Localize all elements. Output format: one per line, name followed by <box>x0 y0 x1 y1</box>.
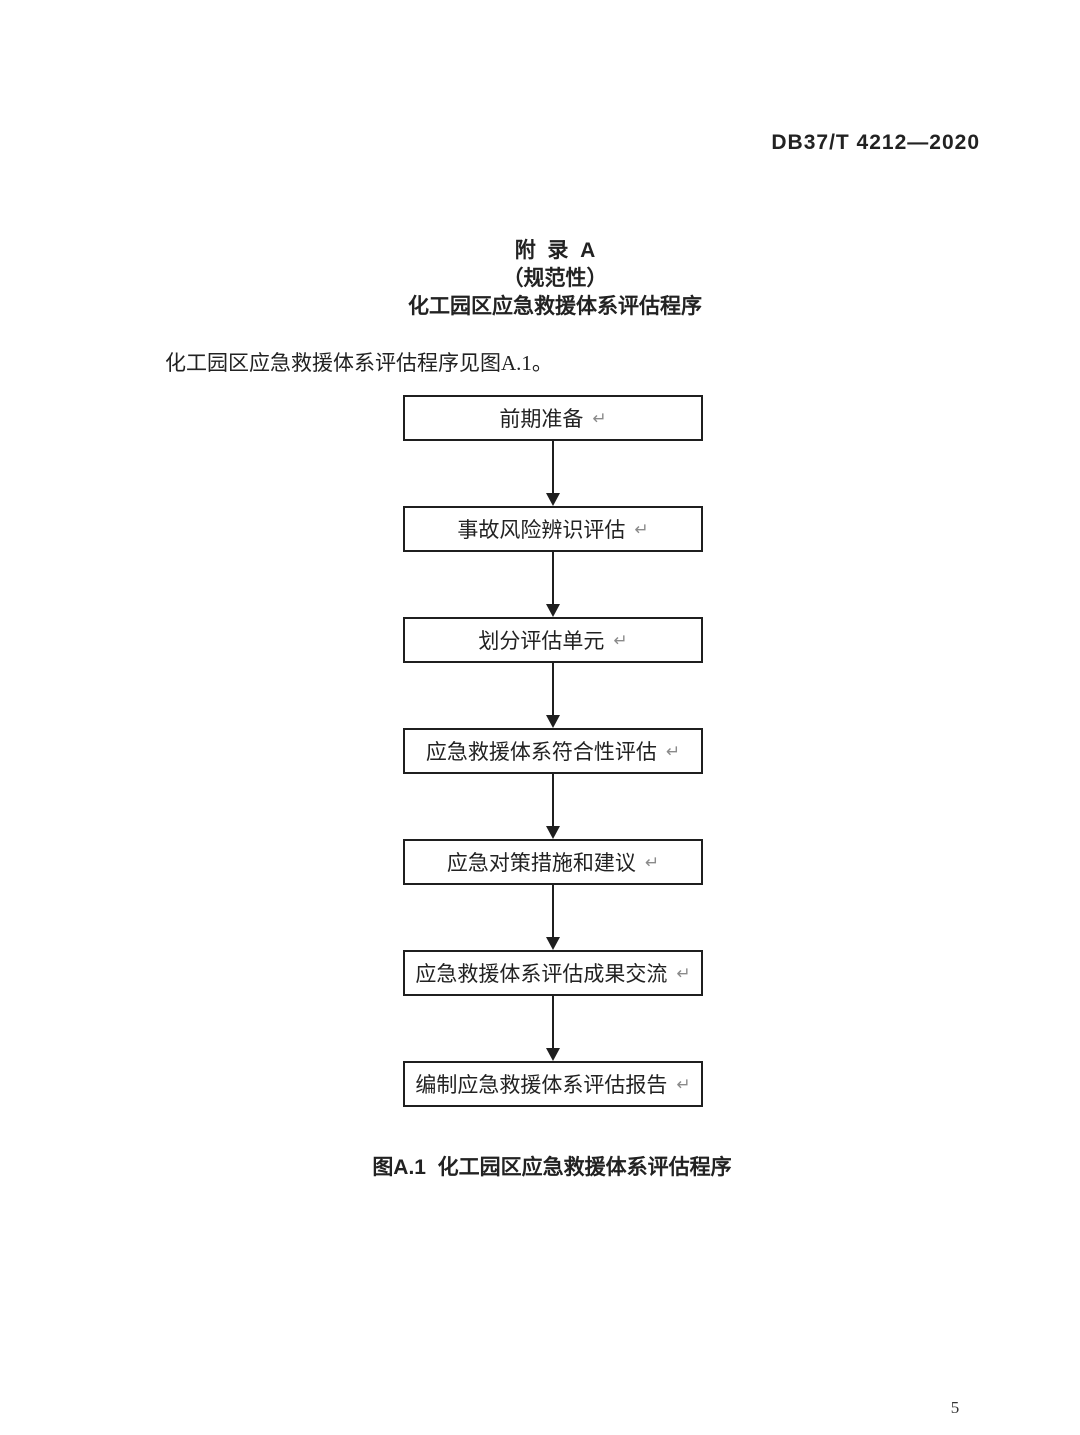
paragraph-return-icon: ↵ <box>644 853 660 872</box>
arrow-shaft <box>552 885 554 937</box>
arrow-shaft <box>552 774 554 826</box>
standard-code-header: DB37/T 4212—2020 <box>771 131 980 154</box>
flow-arrow-down-icon <box>403 663 703 728</box>
evaluation-procedure-flowchart: 前期准备 ↵ 事故风险辨识评估 ↵ 划分评估单元 ↵ 应急救援体系符合性评估 ↵ <box>403 395 703 1107</box>
flow-step-countermeasures: 应急对策措施和建议 ↵ <box>403 839 703 885</box>
arrow-shaft <box>552 441 554 493</box>
flow-step-report-compilation: 编制应急救援体系评估报告 ↵ <box>403 1061 703 1107</box>
arrow-shaft <box>552 663 554 715</box>
arrow-head <box>546 715 560 728</box>
arrow-head <box>546 937 560 950</box>
flow-arrow-down-icon <box>403 441 703 506</box>
paragraph-return-icon: ↵ <box>665 742 681 761</box>
flow-arrow-down-icon <box>403 885 703 950</box>
intro-paragraph: 化工园区应急救援体系评估程序见图A.1。 <box>165 351 553 375</box>
figure-caption: 图A.1 化工园区应急救援体系评估程序 <box>372 1156 732 1179</box>
flow-step-label: 编制应急救援体系评估报告 <box>415 1073 668 1097</box>
flow-step-unit-division: 划分评估单元 ↵ <box>403 617 703 663</box>
arrow-head <box>546 1048 560 1061</box>
arrow-head <box>546 826 560 839</box>
appendix-normative-label: （规范性） <box>502 267 608 290</box>
appendix-subtitle: 化工园区应急救援体系评估程序 <box>408 295 702 318</box>
paragraph-return-icon: ↵ <box>613 631 628 650</box>
flow-step-label: 应急救援体系评估成果交流 <box>415 962 668 986</box>
page-number: 5 <box>950 1398 960 1417</box>
paragraph-return-icon: ↵ <box>676 1075 691 1094</box>
appendix-title: 附 录 A <box>514 239 596 262</box>
appendix-title-block: 附 录 A （规范性） 化工园区应急救援体系评估程序 <box>0 237 1080 321</box>
paragraph-return-icon: ↵ <box>676 964 691 983</box>
flow-step-label: 应急救援体系符合性评估 <box>425 740 657 764</box>
arrow-head <box>546 604 560 617</box>
arrow-shaft <box>552 996 554 1048</box>
flow-arrow-down-icon <box>403 552 703 617</box>
arrow-shaft <box>552 552 554 604</box>
flow-arrow-down-icon <box>403 774 703 839</box>
flow-step-results-exchange: 应急救援体系评估成果交流 ↵ <box>403 950 703 996</box>
flow-step-label: 前期准备 <box>499 407 584 431</box>
flow-step-label: 应急对策措施和建议 <box>446 851 636 875</box>
flow-step-conformity-evaluation: 应急救援体系符合性评估 ↵ <box>403 728 703 774</box>
flow-step-preparation: 前期准备 ↵ <box>403 395 703 441</box>
flow-step-label: 划分评估单元 <box>478 629 605 653</box>
paragraph-return-icon: ↵ <box>592 409 607 428</box>
arrow-head <box>546 493 560 506</box>
flow-step-label: 事故风险辨识评估 <box>457 518 626 542</box>
paragraph-return-icon: ↵ <box>634 520 649 539</box>
flow-step-risk-identification: 事故风险辨识评估 ↵ <box>403 506 703 552</box>
flow-arrow-down-icon <box>403 996 703 1061</box>
